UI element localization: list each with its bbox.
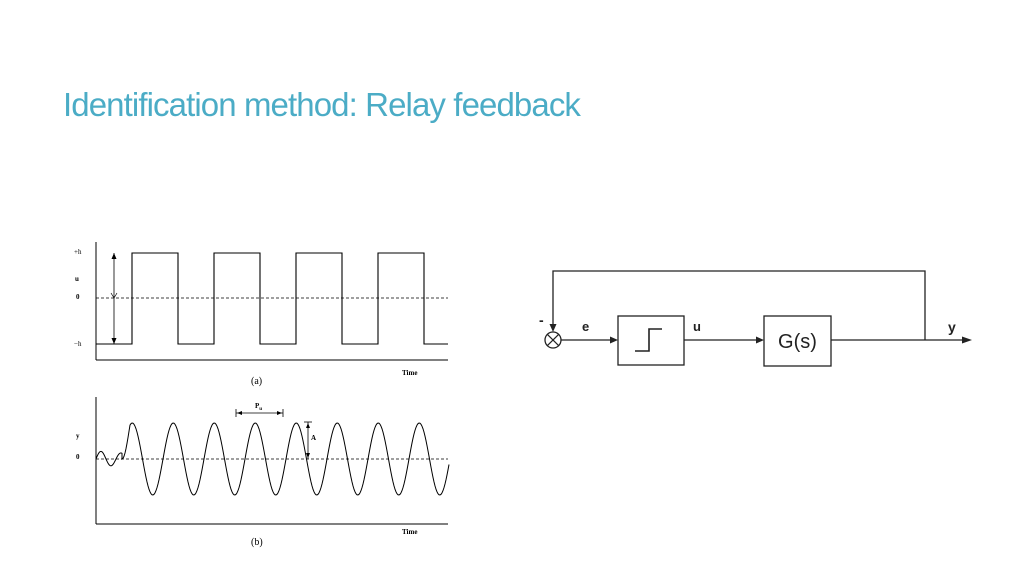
output-label: y <box>948 319 956 335</box>
relay-output-label: u <box>693 319 701 334</box>
feedback-path <box>552 270 926 340</box>
feedback-arrowhead <box>549 324 557 332</box>
amplitude-label: A <box>311 434 316 442</box>
plot-b-label-zero: 0 <box>76 453 80 461</box>
plant-label: G(s) <box>778 331 817 353</box>
plot-a-label-u: u <box>75 275 79 283</box>
plot-a-label-minus-h: −h <box>74 340 82 348</box>
plot-a-label-plus-h: +h <box>74 248 82 256</box>
plot-a-arrowhead-bottom <box>111 338 117 344</box>
period-label: Pu <box>255 402 262 412</box>
amplitude-arrowhead-bottom <box>306 453 310 458</box>
error-signal-arrowhead <box>610 336 618 344</box>
plot-a-caption: (a) <box>251 376 262 387</box>
summing-junction <box>544 331 562 349</box>
relay-output-arrowhead <box>756 336 764 344</box>
slide-title: Identification method: Relay feedback <box>63 86 581 123</box>
relay-block <box>617 315 685 366</box>
error-label: e <box>582 319 589 334</box>
plot-b-label-y: y <box>76 432 80 440</box>
plot-a-arrowhead-top <box>111 253 117 259</box>
process-output-oscillation <box>95 422 450 496</box>
plot-a: +h u 0 −h Time (a) <box>74 242 448 387</box>
plot-a-label-zero: 0 <box>76 293 80 301</box>
plot-a-time-label: Time <box>402 369 417 377</box>
relay-square-wave <box>96 252 448 345</box>
relay-feedback-block-diagram: - e u G(s) y <box>539 270 972 367</box>
plant-block <box>763 315 832 367</box>
plot-b-caption: (b) <box>251 537 263 548</box>
relay-step-symbol <box>635 328 662 352</box>
plot-b-time-label: Time <box>402 528 417 536</box>
period-arrowhead-left <box>237 411 242 415</box>
plot-b: Pu A y 0 Time (b) <box>76 397 450 548</box>
period-arrowhead-right <box>277 411 282 415</box>
period-subscript: u <box>259 407 262 412</box>
output-arrowhead <box>962 336 972 344</box>
minus-sign: - <box>539 312 544 328</box>
plot-a-zero-tick <box>110 292 118 299</box>
amplitude-arrowhead-top <box>306 423 310 428</box>
relay-response-figure: +h u 0 −h Time (a) Pu A y 0 Time (b) <box>74 242 450 548</box>
